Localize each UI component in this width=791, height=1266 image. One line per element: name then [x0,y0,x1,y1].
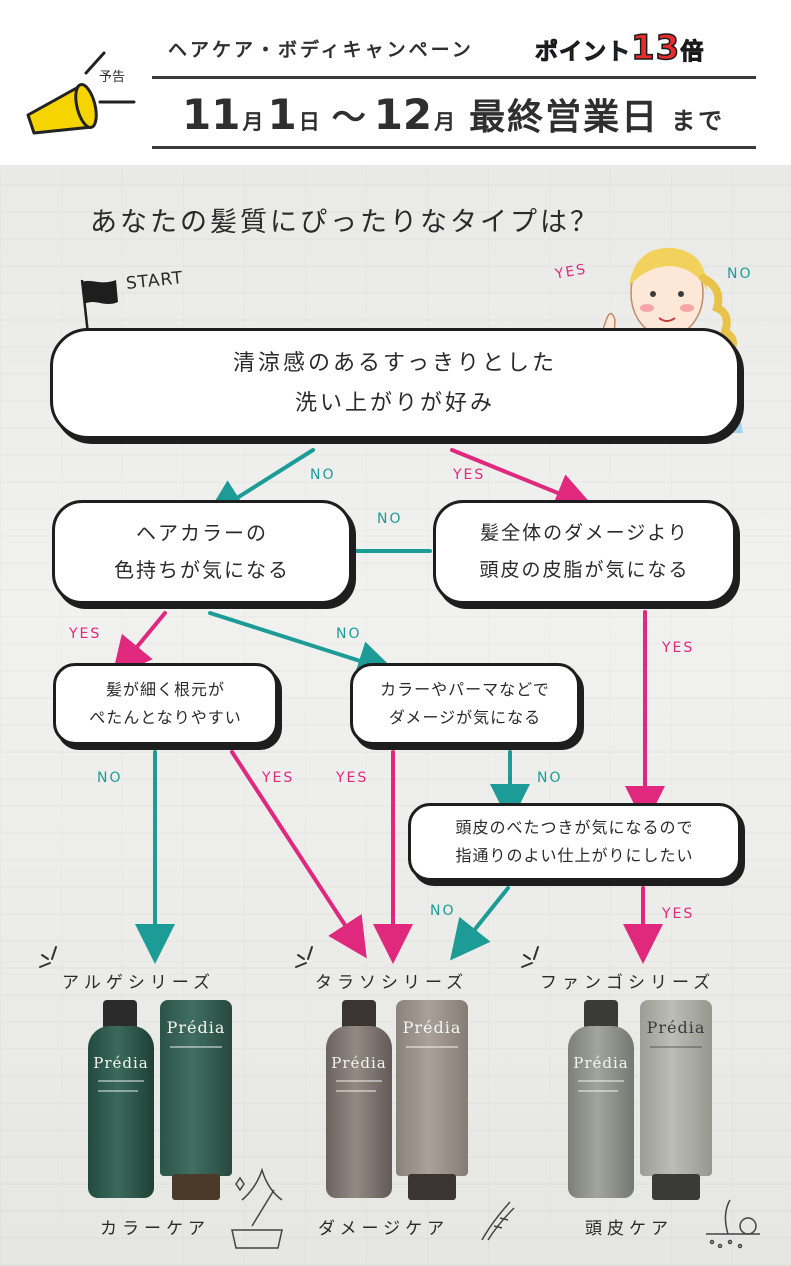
start-day-unit: 日 [298,110,320,134]
start-month: 11 [182,90,241,139]
label-line [578,1080,624,1082]
tube-cap [172,1174,220,1200]
hair-dye-icon [231,1167,283,1249]
care-label-color: カラーケア [100,1219,210,1239]
points-number: 13 [630,27,681,69]
scalp-icon [706,1199,760,1249]
question-text: 髪が細く根元が [105,680,225,699]
series-name-thalasso: タラソシリーズ [315,973,469,993]
points-badge: ポイント13倍 [535,27,705,69]
start-month-unit: 月 [242,110,264,134]
mask-tube [160,1000,232,1176]
start-day: 1 [267,90,297,139]
question-fine-flat-hair: 髪が細く根元が ぺたんとなりやすい [53,663,278,745]
shampoo-bottle [326,1026,392,1198]
question-text: 清涼感のあるすっきりとした [232,350,558,376]
bottle-cap [103,1000,137,1030]
yes-label: YES [662,640,695,656]
illustration-no-label: NO [727,266,753,282]
sparkle-icon [521,946,539,968]
sparkle-icon [39,946,57,968]
no-label: NO [336,626,362,642]
campaign-period: 11月1日〜12月最終営業日まで [182,88,725,140]
series-name-alge: アルゲシリーズ [62,973,215,993]
question-scalp-sebum: 髪全体のダメージより 頭皮の皮脂が気になる [433,500,736,604]
arrow-q1-yes [450,448,595,512]
end-month: 12 [373,90,433,139]
no-label: NO [430,903,456,919]
brand-logo: Prédia [166,1018,226,1037]
question-text: 髪全体のダメージより [480,522,689,544]
end-month-unit: 月 [434,110,456,134]
care-label-damage: ダメージケア [318,1219,450,1239]
hair-damage-icon [481,1201,515,1241]
label-line [98,1080,144,1082]
bottle-cap [584,1000,618,1030]
question-text: ダメージが気になる [388,708,542,727]
sparkle-icon [295,946,313,968]
arrow-q2-yes [111,611,167,678]
brand-logo: Prédia [646,1018,706,1037]
no-label: NO [377,511,403,527]
label-line [406,1046,458,1048]
series-name-fango: ファンゴシリーズ [540,973,716,993]
campaign-header: 予告 ヘアケア・ボディキャンペーン ポイント13倍 11月1日〜12月最終営業日… [0,0,791,165]
label-line [98,1090,138,1092]
question-scalp-stickiness: 頭皮のべたつきが気になるので 指通りのよい仕上がりにしたい [408,803,741,881]
campaign-title: ヘアケア・ボディキャンペーン [168,39,474,61]
megaphone-icon [26,51,136,135]
question-refreshing-wash: 清涼感のあるすっきりとした 洗い上がりが好み [50,328,740,439]
end-day: 最終営業日 [469,97,660,138]
yes-label: YES [336,770,369,786]
question-text: 指通りのよい仕上がりにしたい [455,846,694,865]
arrow-q2-no [208,611,398,680]
question-text: カラーやパーマなどで [380,680,550,699]
label-line [336,1080,382,1082]
flag-icon [80,279,118,335]
no-label: NO [310,467,336,483]
question-text: ぺたんとなりやすい [89,708,242,727]
label-line [170,1046,222,1048]
yes-label: YES [262,770,295,786]
label-line [650,1046,702,1048]
tube-cap [652,1174,700,1200]
brand-logo: Prédia [402,1018,462,1037]
notice-label: 予告 [99,70,126,85]
mask-tube [396,1000,468,1176]
header-divider-top [152,76,756,79]
no-label: NO [537,770,563,786]
question-text: 洗い上がりが好み [294,390,495,416]
question-text: 色持ちが気になる [114,558,290,582]
chart-title: あなたの髪質にぴったりなタイプは？ [90,207,600,238]
shampoo-bottle [88,1026,154,1198]
question-color-retention: ヘアカラーの 色持ちが気になる [52,500,352,604]
tube-cap [408,1174,456,1200]
question-text: 頭皮の皮脂が気になる [479,559,690,581]
header-divider-bottom [152,146,756,149]
brand-logo: Prédia [573,1054,629,1072]
yes-label: YES [662,906,695,922]
yes-label: YES [453,467,486,483]
bottle-cap [342,1000,376,1030]
yes-label: YES [69,626,102,642]
label-line [336,1090,376,1092]
shampoo-bottle [568,1026,634,1198]
points-prefix: ポイント [535,39,631,66]
brand-logo: Prédia [331,1054,387,1072]
points-suffix: 倍 [680,39,705,66]
mask-tube [640,1000,712,1176]
no-label: NO [97,770,123,786]
until-label: まで [671,107,726,135]
question-color-perm-damage: カラーやパーマなどで ダメージが気になる [350,663,580,745]
arrow-q4-yes [230,750,367,959]
question-text: ヘアカラーの [136,521,268,545]
question-text: 頭皮のべたつきが気になるので [455,818,694,837]
brand-logo: Prédia [93,1054,149,1072]
arrow-q6-no [450,886,510,961]
range-tilde: 〜 [331,98,366,138]
care-label-scalp: 頭皮ケア [585,1219,673,1239]
label-line [578,1090,618,1092]
